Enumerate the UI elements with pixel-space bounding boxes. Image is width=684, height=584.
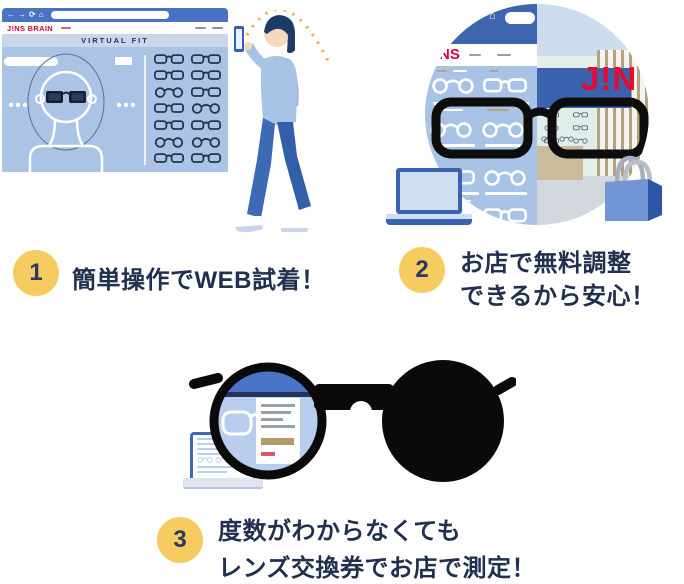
glasses-icon xyxy=(154,70,184,81)
big-glasses-icon xyxy=(431,97,649,159)
virtual-fit-body xyxy=(2,47,228,172)
text-dash xyxy=(455,200,471,202)
left-lens-ring xyxy=(209,362,327,480)
step-2-line-2: できるから安心！ xyxy=(460,283,656,310)
url-bar xyxy=(50,11,169,19)
jins-store-sign: J!N xyxy=(581,60,638,97)
step-2-line-1: お店で無料調整 xyxy=(460,250,632,277)
glasses-icon xyxy=(154,120,184,131)
text-line xyxy=(197,471,227,473)
glasses-icon xyxy=(154,87,184,98)
right-temple xyxy=(493,377,516,395)
shopping-bag-icon xyxy=(605,155,662,221)
round-glasses-magnifier-illustration xyxy=(189,360,516,482)
text-dash xyxy=(489,70,498,72)
step-1-line-1: 簡単操作でWEB試着！ xyxy=(72,267,326,294)
step-3-text: 度数がわからなくても レンズ交換券でお店で測定！ xyxy=(218,513,536,584)
text-line xyxy=(197,466,235,468)
text-dash xyxy=(437,70,447,72)
site-browser-bar: ⌂ xyxy=(425,4,537,44)
magnified-webpage xyxy=(215,368,321,474)
laptop-base-edge xyxy=(386,219,472,225)
glasses-icon xyxy=(154,137,184,148)
web-to-store-circle-illustration: ⌂ NS xyxy=(425,4,649,225)
buy-button xyxy=(261,438,294,445)
jins-brain-logo: J!NS BRAIN xyxy=(7,23,53,33)
glasses-icon xyxy=(191,120,221,131)
hair xyxy=(264,15,295,54)
website-half: ⌂ NS xyxy=(425,4,537,225)
back-icon: ← xyxy=(7,10,15,19)
glasses-icon xyxy=(191,153,221,164)
browser-chrome-bar: ← → ⟳ ⌂ xyxy=(2,8,228,22)
step-3-number: 3 xyxy=(173,526,187,553)
sweater xyxy=(261,56,298,125)
step-3-badge: 3 xyxy=(157,517,203,563)
home-icon: ⌂ xyxy=(489,10,496,22)
laptop-base xyxy=(183,478,263,489)
person-with-phone-illustration xyxy=(234,10,332,233)
menu-dash xyxy=(497,54,511,56)
text-line xyxy=(433,144,475,147)
laptop-display xyxy=(400,172,458,210)
text-dash xyxy=(453,70,467,72)
text-line xyxy=(487,109,509,111)
face-tryon-illustration xyxy=(4,53,136,172)
step-2-number: 2 xyxy=(415,256,429,283)
glasses-icon xyxy=(483,208,527,224)
virtual-fit-browser-illustration: ← → ⟳ ⌂ J!NS BRAIN VIRTUAL FIT xyxy=(2,8,228,172)
pants-front-leg xyxy=(247,118,275,218)
jins-logo-fragment: NS xyxy=(439,46,460,63)
left-temple xyxy=(189,373,223,389)
glasses-bridge xyxy=(314,384,394,410)
panel-divider xyxy=(144,55,146,165)
glasses-icon xyxy=(483,170,527,186)
step-1-badge: 1 xyxy=(13,250,59,296)
site-nav-bar: NS xyxy=(425,44,537,66)
virtual-fit-title: VIRTUAL FIT xyxy=(81,36,149,45)
store-ceiling xyxy=(537,4,649,56)
glasses-icon xyxy=(191,54,221,65)
step-1-text: 簡単操作でWEB試着！ xyxy=(72,260,326,295)
glasses-icon xyxy=(191,103,221,114)
step-1-number: 1 xyxy=(29,259,43,286)
step-3-line-2: レンズ交換券でお店で測定！ xyxy=(218,555,537,582)
text-line xyxy=(197,443,231,445)
glasses-icon xyxy=(154,103,184,114)
laptop-icon xyxy=(386,168,472,226)
step-2-text: お店で無料調整 できるから安心！ xyxy=(460,247,656,313)
step-2-badge: 2 xyxy=(399,247,445,293)
menu-dash xyxy=(195,27,206,29)
laptop-screen xyxy=(396,168,462,214)
menu-dash xyxy=(212,27,223,29)
refresh-icon: ⟳ xyxy=(29,10,36,19)
price-text xyxy=(261,452,275,456)
glasses-icon xyxy=(154,54,184,65)
menu-dash xyxy=(469,54,481,56)
smartphone-icon xyxy=(234,26,244,52)
text-line xyxy=(197,453,225,455)
glasses-icon xyxy=(431,78,475,94)
virtual-fit-banner: VIRTUAL FIT xyxy=(2,34,228,47)
text-line xyxy=(433,109,463,111)
url-pill xyxy=(505,12,535,24)
site-header-bar: J!NS BRAIN xyxy=(2,22,228,34)
right-lens xyxy=(382,360,504,482)
forward-icon: → xyxy=(18,10,26,19)
text-line xyxy=(485,192,527,195)
carousel-dots xyxy=(8,102,136,108)
step-3-line-1: 度数がわからなくても xyxy=(218,518,462,545)
tryon-glasses-icon xyxy=(46,91,86,103)
glasses-thumbnail-grid xyxy=(150,51,224,167)
glasses-icon xyxy=(191,137,221,148)
laptop-base xyxy=(386,214,472,219)
pants-back-leg xyxy=(277,122,311,210)
glasses-icon xyxy=(483,78,527,94)
text-line xyxy=(485,144,525,147)
glasses-icon xyxy=(154,153,184,164)
home-icon: ⌂ xyxy=(38,10,44,19)
menu-dash xyxy=(60,27,71,29)
glasses-icon xyxy=(191,70,221,81)
glasses-icon xyxy=(191,87,221,98)
